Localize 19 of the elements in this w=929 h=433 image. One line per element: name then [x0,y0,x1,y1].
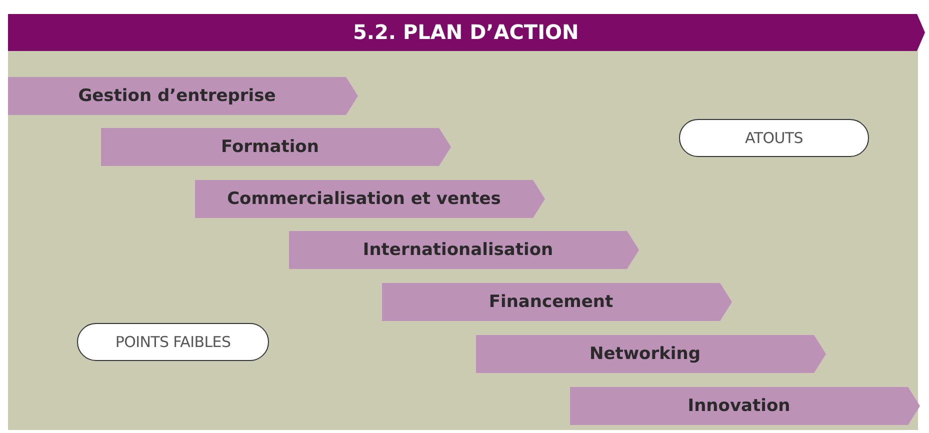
chevron-step [289,231,639,269]
step-label: Networking [589,344,701,364]
step-label: Formation [221,137,319,157]
step-label: Innovation [688,396,790,416]
rounded-label-box [77,323,269,361]
box-label: ATOUTS [745,129,803,147]
chevron-step [476,335,826,373]
step-label: Gestion d’entreprise [78,86,276,106]
box-label: POINTS FAIBLES [115,333,231,351]
step-label: Financement [488,292,614,312]
chevron-step [101,128,451,166]
step-label: Internationalisation [362,240,554,260]
chevron-step [8,77,358,115]
step-label: Commercialisation et ventes [227,189,501,209]
rounded-label-box [679,119,869,157]
chevron-step [570,387,920,425]
chevron-step [382,283,732,321]
title: 5.2. PLAN D’ACTION [353,20,579,44]
chevron-step [195,180,545,218]
